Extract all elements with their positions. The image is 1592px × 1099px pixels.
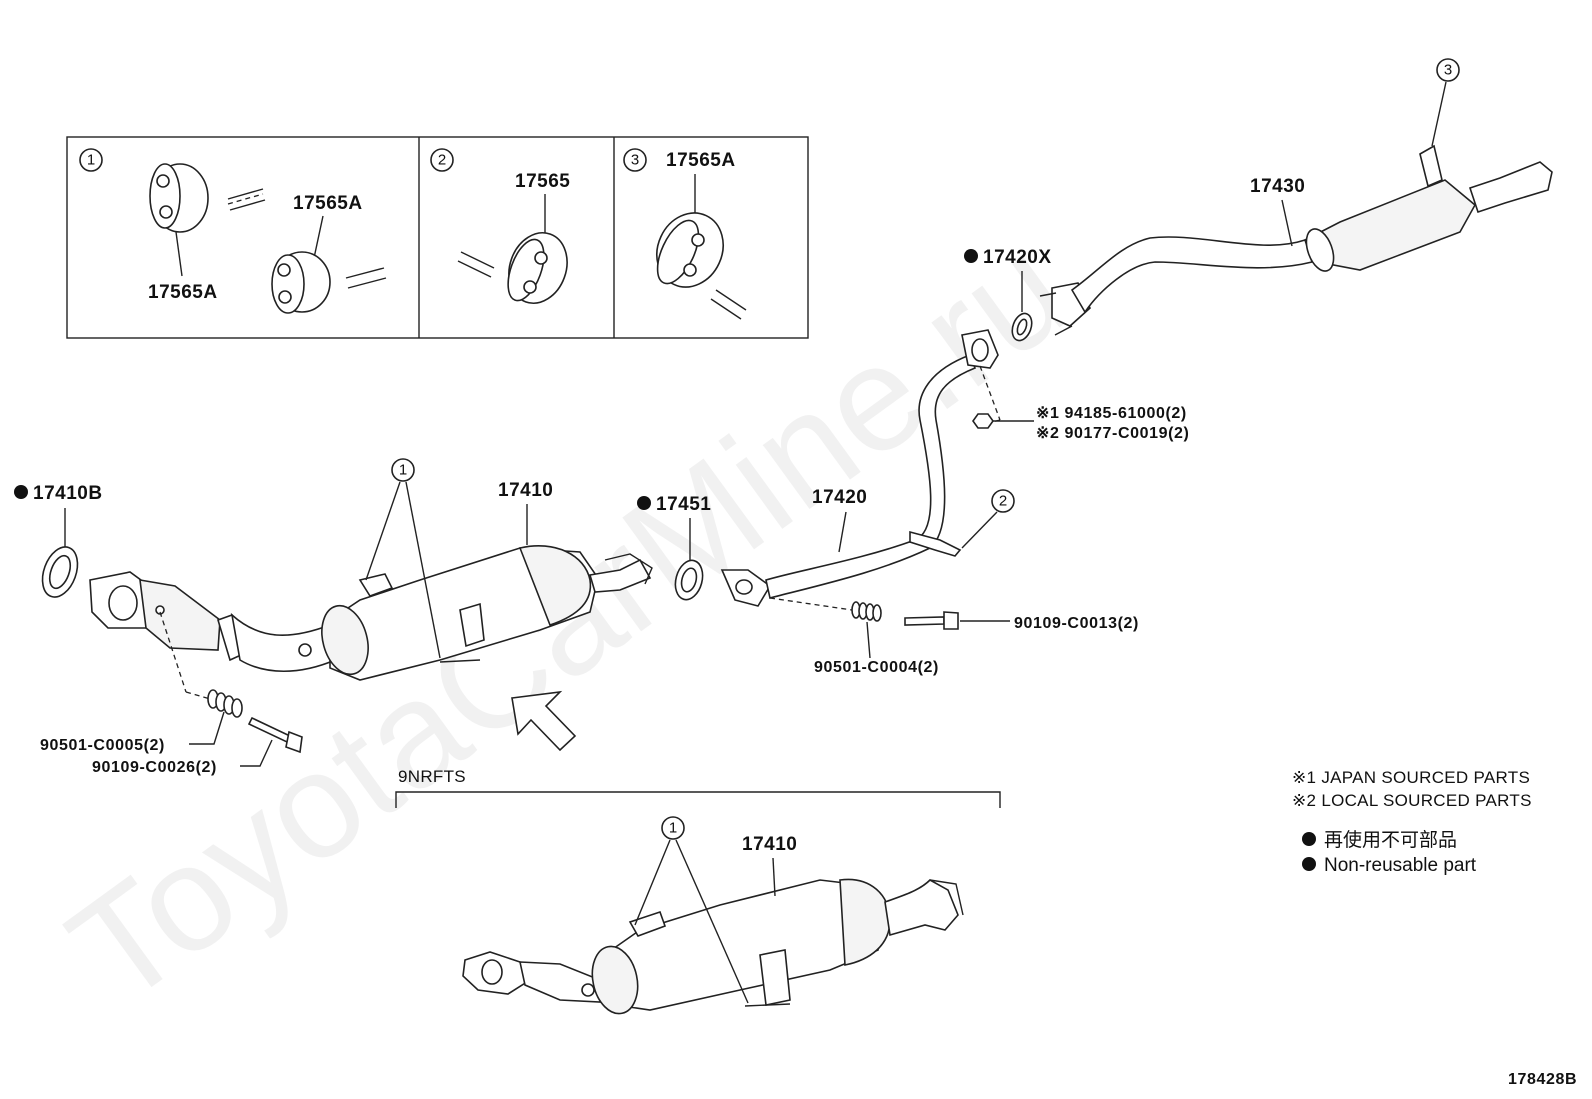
legend-japan-sourced: ※1 JAPAN SOURCED PARTS bbox=[1292, 768, 1530, 787]
nut-label-94185-61000: ※1 94185-61000(2) bbox=[1036, 405, 1187, 422]
rubber-hanger-icon bbox=[149, 163, 209, 233]
non-reusable-dot bbox=[14, 485, 28, 499]
spring-icon bbox=[207, 689, 243, 718]
callout-1: 1 bbox=[365, 458, 441, 659]
inset-ref-3: 3 bbox=[631, 152, 639, 169]
inset-box-2: 2 17565 bbox=[430, 148, 570, 304]
non-reusable-dot bbox=[1302, 857, 1316, 871]
gasket-17420X: 17420X bbox=[964, 247, 1052, 342]
inset-box-1: 1 17565A 17565A bbox=[79, 148, 387, 314]
legend-local-sourced: ※2 LOCAL SOURCED PARTS bbox=[1292, 791, 1532, 810]
ref-circle-3 bbox=[623, 148, 647, 172]
callout-1-variant: 1 bbox=[634, 816, 749, 1004]
part-label-17410-variant: 17410 bbox=[742, 834, 797, 855]
legend: ※1 JAPAN SOURCED PARTS ※2 LOCAL SOURCED … bbox=[1292, 768, 1532, 876]
bolt-label-90501-C0005: 90501-C0005(2) bbox=[40, 737, 165, 754]
non-reusable-dot bbox=[637, 496, 651, 510]
ref-circle-1 bbox=[79, 148, 103, 172]
part-label-17410: 17410 bbox=[498, 480, 553, 501]
spring-icon bbox=[851, 601, 882, 622]
part-label-17565A-a: 17565A bbox=[293, 193, 363, 214]
part-label-17451: 17451 bbox=[656, 494, 711, 515]
inset-panel: 1 17565A 17565A bbox=[66, 136, 809, 339]
inset-ref-2: 2 bbox=[438, 152, 446, 169]
non-reusable-dot bbox=[964, 249, 978, 263]
rubber-hanger-icon bbox=[507, 232, 568, 304]
front-direction-arrow-icon bbox=[511, 690, 577, 752]
bolt-icon bbox=[247, 716, 303, 754]
variant-label: 9NRFTS bbox=[398, 767, 466, 786]
inset-box-3: 3 17565A bbox=[623, 148, 747, 320]
bolt-label-90109-C0026: 90109-C0026(2) bbox=[92, 759, 217, 776]
bolt-label-90501-C0004: 90501-C0004(2) bbox=[814, 659, 939, 676]
diagram-id: 178428B bbox=[1508, 1071, 1577, 1088]
nut-group: ※1 94185-61000(2) ※2 90177-C0019(2) bbox=[972, 365, 1189, 442]
svg-text:3: 3 bbox=[1444, 62, 1452, 79]
part-label-17420: 17420 bbox=[812, 487, 867, 508]
callout-2: 2 bbox=[961, 489, 1015, 549]
catalytic-converter-17410: 17410 1 bbox=[321, 458, 653, 681]
inset-ref-1: 1 bbox=[87, 152, 95, 169]
center-bolt-group: 90109-C0013(2) 90501-C0004(2) bbox=[769, 597, 1139, 676]
bolt-icon bbox=[904, 611, 959, 630]
rubber-hanger-icon bbox=[656, 212, 724, 288]
bolt-label-90109-C0013: 90109-C0013(2) bbox=[1014, 615, 1139, 632]
gasket-17410B: 17410B bbox=[14, 483, 103, 598]
svg-text:1: 1 bbox=[399, 462, 407, 479]
rod-icon bbox=[227, 188, 266, 211]
legend-nonreusable-en: Non-reusable part bbox=[1324, 855, 1477, 876]
svg-text:2: 2 bbox=[999, 493, 1007, 510]
nut-icon bbox=[972, 413, 994, 429]
part-label-17410B: 17410B bbox=[33, 483, 103, 504]
callout-3: 3 bbox=[1431, 58, 1460, 147]
variant-9nrfts: 9NRFTS 17410 1 bbox=[395, 767, 1001, 1015]
front-pipe-assembly bbox=[89, 571, 336, 672]
gasket-17451: 17451 bbox=[637, 494, 711, 601]
center-pipe-17420: 17420 2 bbox=[720, 329, 1015, 607]
part-label-17565: 17565 bbox=[515, 171, 570, 192]
part-label-17565A-c: 17565A bbox=[666, 150, 736, 171]
part-label-17565A-b: 17565A bbox=[148, 282, 218, 303]
nut-label-90177-C0019: ※2 90177-C0019(2) bbox=[1036, 425, 1189, 442]
non-reusable-dot bbox=[1302, 832, 1316, 846]
rubber-hanger-icon bbox=[271, 251, 331, 314]
tailpipe-muffler-17430: 17430 3 bbox=[1039, 58, 1553, 336]
catalytic-converter-17410-variant: 17410 1 bbox=[462, 816, 964, 1015]
part-label-17420X: 17420X bbox=[983, 247, 1052, 268]
legend-nonreusable-jp: 再使用不可部品 bbox=[1324, 829, 1457, 851]
ref-circle-2 bbox=[430, 148, 454, 172]
part-label-17430: 17430 bbox=[1250, 176, 1305, 197]
front-bolt-group: 90501-C0005(2) 90109-C0026(2) bbox=[40, 611, 303, 776]
svg-text:1: 1 bbox=[669, 820, 677, 837]
